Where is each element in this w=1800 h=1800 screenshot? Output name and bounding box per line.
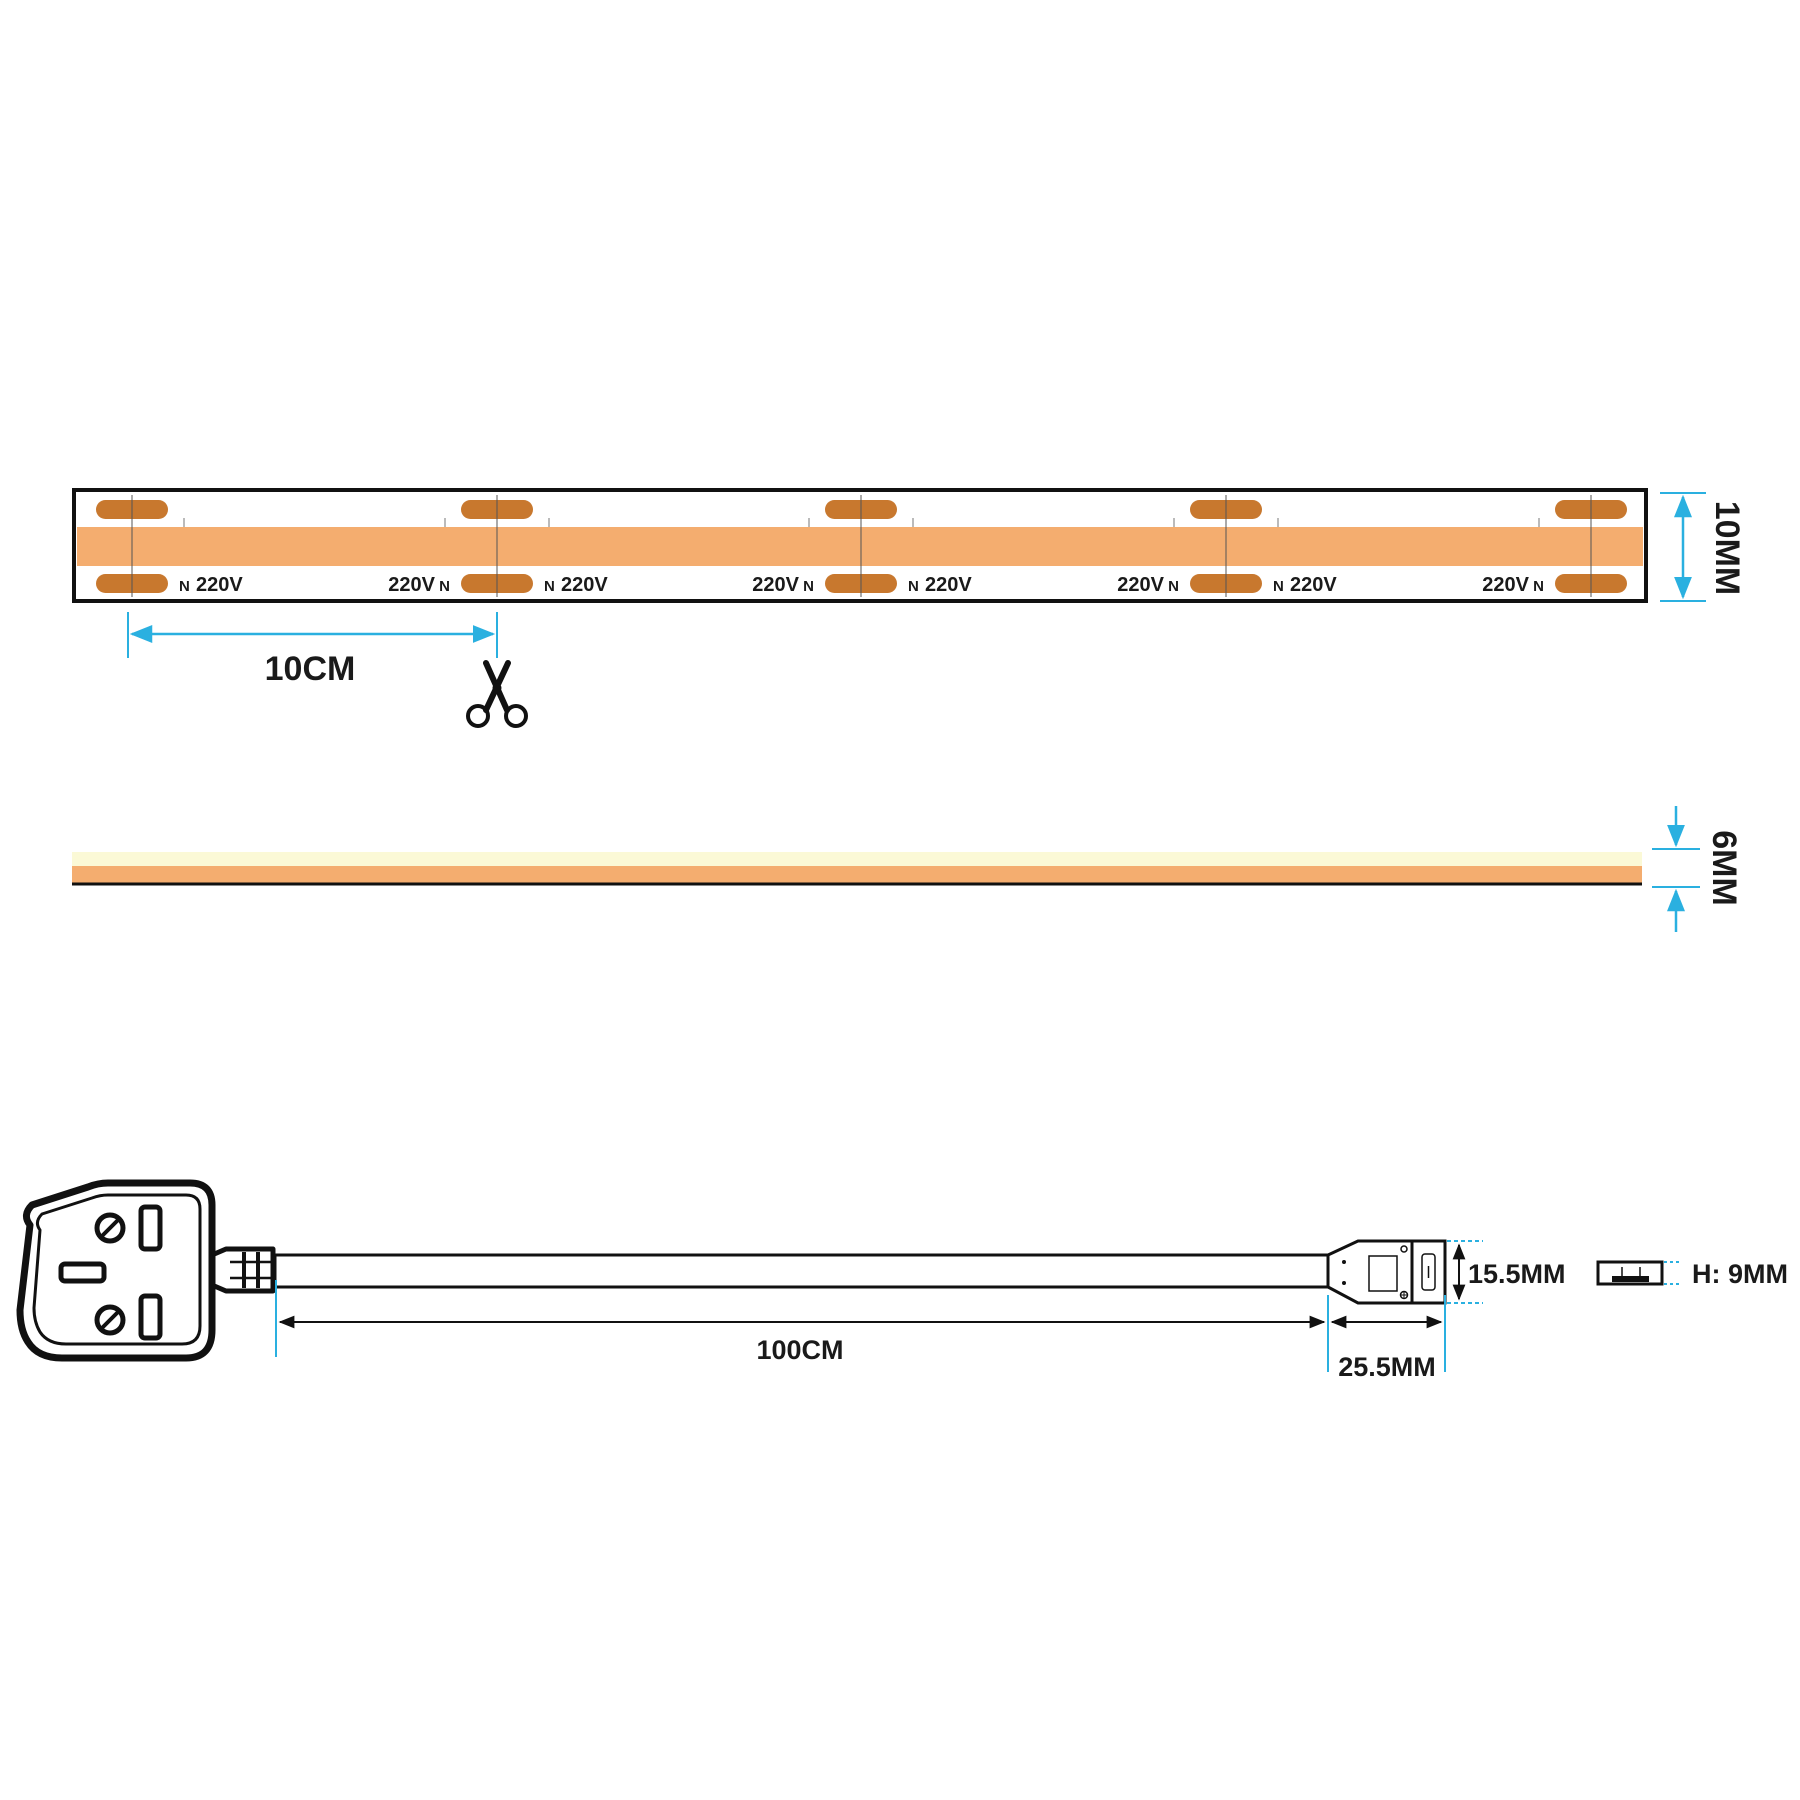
cut-length-label: 10CM (265, 650, 356, 688)
connector-width-label: 15.5MM (1468, 1259, 1566, 1289)
voltage-label: 220V (561, 574, 608, 596)
connector-length-label: 25.5MM (1338, 1352, 1436, 1382)
strip-connector (1327, 1239, 1447, 1305)
power-cable (273, 1253, 1330, 1289)
scissors-icon (466, 660, 528, 728)
voltage-label: 220V (925, 574, 972, 596)
solder-pads (96, 495, 1627, 597)
strip-width-dimension: 10MM (1660, 492, 1746, 602)
neutral-label: N (908, 578, 919, 595)
cable-length-label: 100CM (756, 1335, 843, 1365)
voltage-label: 220V (388, 574, 435, 596)
connector-width-dimension: 15.5MM (1447, 1240, 1566, 1304)
neutral-label: N (803, 578, 814, 595)
neutral-label: N (1168, 578, 1179, 595)
connector-height-label: H: 9MM (1692, 1259, 1788, 1289)
strip-side-view (72, 852, 1642, 886)
uk-plug-icon (16, 1179, 276, 1362)
strip-body-layer (72, 866, 1642, 883)
cable-length-dimension: 100CM (275, 1280, 1326, 1365)
voltage-label: 220V (196, 574, 243, 596)
strip-height-dimension: 6MM (1652, 806, 1743, 932)
connector-length-dimension: 25.5MM (1327, 1295, 1446, 1382)
neutral-label: N (439, 578, 450, 595)
strip-height-label: 6MM (1705, 830, 1743, 906)
diffuser-layer (72, 852, 1642, 866)
strip-width-label: 10MM (1708, 501, 1746, 595)
neutral-label: N (1533, 578, 1544, 595)
cut-length-dimension: 10CM (127, 612, 498, 688)
voltage-label: 220V (752, 574, 799, 596)
strip-led-band (77, 527, 1643, 566)
voltage-label: 220V (1482, 574, 1529, 596)
voltage-label: 220V (1117, 574, 1164, 596)
neutral-label: N (179, 578, 190, 595)
connector-end-view: H: 9MM (1596, 1259, 1788, 1289)
neutral-label: N (1273, 578, 1284, 595)
neutral-label: N (544, 578, 555, 595)
voltage-label: 220V (1290, 574, 1337, 596)
